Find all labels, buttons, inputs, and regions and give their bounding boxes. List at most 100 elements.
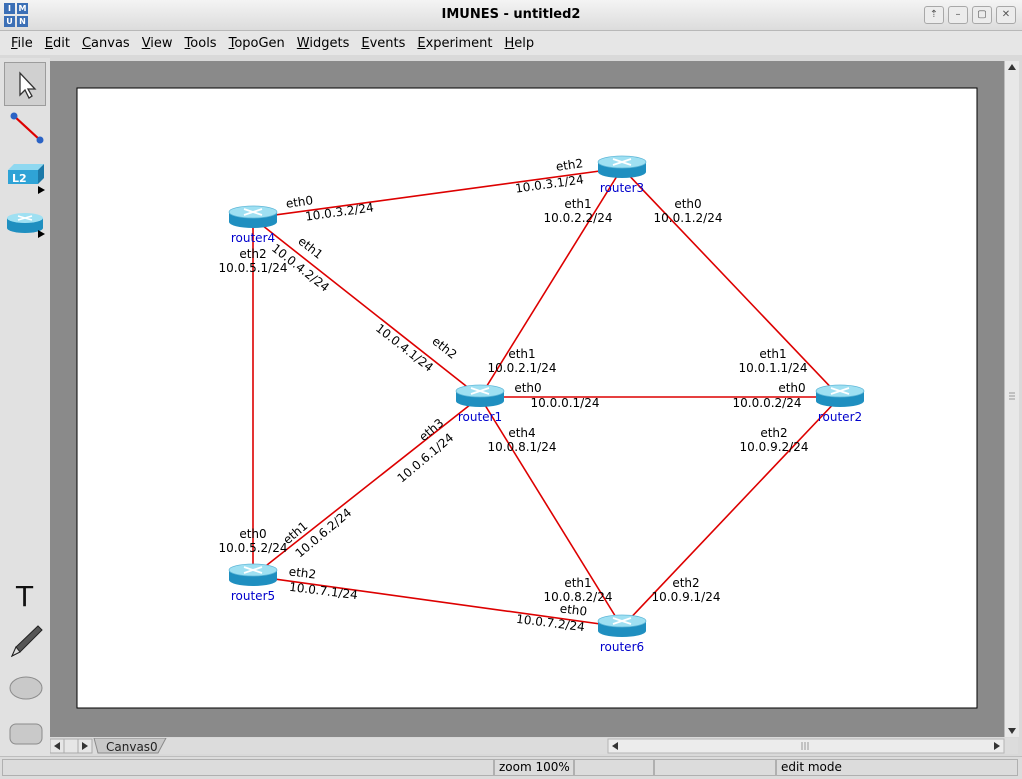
arrow-right-icon [82, 742, 88, 750]
link-router3-router2[interactable] [621, 167, 841, 398]
if-name-router3-eth1: eth1 [564, 197, 591, 211]
rectangle-tool-button[interactable] [4, 712, 46, 756]
link-icon [10, 112, 44, 144]
menu-view[interactable]: View [141, 35, 173, 51]
menu-canvas[interactable]: Canvas [81, 35, 130, 51]
l3-devices-tool-button[interactable] [4, 200, 46, 244]
zoom-status: zoom 100% [494, 759, 574, 776]
menu-help[interactable]: Help [504, 35, 535, 51]
menu-edit[interactable]: Edit [44, 35, 70, 51]
menu-file[interactable]: File [11, 35, 33, 51]
menu-widgets[interactable]: Widgets [296, 35, 350, 51]
scroll-up-arrow-icon [1008, 64, 1016, 70]
topology-canvas[interactable]: eth010.0.3.2/24eth210.0.3.1/24eth010.0.1… [50, 61, 1004, 737]
if-name-router3-eth2: eth2 [555, 156, 584, 174]
node-label-router6: router6 [600, 640, 644, 654]
status-message [2, 759, 494, 776]
if-name-router4-eth2: eth2 [239, 247, 266, 261]
router-icon [597, 614, 647, 637]
link-router3-router1[interactable] [479, 167, 623, 398]
oval-tool-button[interactable] [4, 666, 46, 710]
l2-devices-tool-button[interactable]: L2 [4, 152, 46, 196]
menu-events[interactable]: Events [361, 35, 406, 51]
link-router5-router6[interactable] [252, 575, 623, 628]
text-icon: T [15, 580, 34, 613]
if-ip-router2-eth2: 10.0.9.2/24 [740, 440, 809, 454]
keep-above-button[interactable]: ⇡ [924, 6, 944, 24]
vertical-scrollbar[interactable] [1004, 61, 1019, 737]
menu-topogen[interactable]: TopoGen [228, 35, 285, 51]
node-router2[interactable]: router2 [815, 384, 865, 424]
menu-experiment[interactable]: Experiment [417, 35, 493, 51]
scroll-down-arrow-icon [1008, 728, 1016, 734]
if-ip-router3-eth0: 10.0.1.2/24 [654, 211, 723, 225]
link-tool-button[interactable] [4, 106, 46, 150]
node-router1[interactable]: router1 [455, 384, 505, 424]
close-button[interactable]: ✕ [996, 6, 1016, 24]
svg-text:Canvas0: Canvas0 [106, 740, 158, 754]
toolbox: L2 T [0, 58, 50, 758]
if-ip-router1-eth0: 10.0.0.1/24 [531, 396, 600, 410]
router-icon [228, 205, 278, 228]
node-router4[interactable]: router4 [228, 205, 278, 245]
node-label-router4: router4 [231, 231, 275, 245]
if-name-router2-eth2: eth2 [760, 426, 787, 440]
node-router3[interactable]: router3 [597, 155, 647, 195]
if-name-router1-eth4: eth4 [508, 426, 535, 440]
pointer-icon [19, 71, 37, 99]
link-router1-router5[interactable] [252, 396, 481, 577]
imunes-logo-icon: I M U N [4, 3, 28, 27]
if-ip-router3-eth1: 10.0.2.2/24 [544, 211, 613, 225]
router-icon [815, 384, 865, 407]
link-router4-router1[interactable] [252, 217, 481, 398]
tab-scroll-left-button[interactable] [49, 738, 65, 754]
router-icon [597, 155, 647, 178]
arrow-left-icon [54, 742, 60, 750]
text-tool-button[interactable]: T [4, 574, 46, 618]
svg-text:L2: L2 [12, 172, 27, 185]
if-name-router6-eth1: eth1 [564, 576, 591, 590]
link-router2-router6[interactable] [621, 396, 841, 628]
menu-tools[interactable]: Tools [184, 35, 217, 51]
node-label-router1: router1 [458, 410, 502, 424]
pen-icon [10, 625, 43, 658]
if-ip-router1-eth4: 10.0.8.1/24 [488, 440, 557, 454]
if-name-router1-eth1: eth1 [508, 347, 535, 361]
horizontal-scrollbar[interactable] [607, 738, 1005, 754]
l2-switch-icon: L2 [8, 164, 45, 194]
status-spacer [574, 759, 654, 776]
scroll-right-arrow-icon [994, 742, 1000, 750]
menu-bar: File Edit Canvas View Tools TopoGen Widg… [0, 31, 1022, 55]
if-name-router3-eth0: eth0 [674, 197, 701, 211]
minimize-button[interactable]: – [948, 6, 968, 24]
link-router1-router6[interactable] [479, 396, 623, 628]
if-name-router1-eth0: eth0 [514, 381, 541, 395]
freeform-tool-button[interactable] [4, 620, 46, 664]
if-name-router6-eth0: eth0 [559, 601, 588, 618]
router-icon [228, 563, 278, 586]
if-name-router5-eth2: eth2 [288, 564, 317, 581]
status-bar: zoom 100% edit mode [0, 756, 1022, 779]
node-label-router3: router3 [600, 181, 644, 195]
if-name-router2-eth1: eth1 [759, 347, 786, 361]
svg-text:T: T [15, 580, 34, 613]
maximize-button[interactable]: ▢ [972, 6, 992, 24]
scroll-left-arrow-icon [612, 742, 618, 750]
title-bar: I M U N IMUNES - untitled2 ⇡ – ▢ ✕ [0, 0, 1022, 31]
if-ip-router6-eth1: 10.0.8.2/24 [544, 590, 613, 604]
tab-scroll-mid-handle[interactable] [63, 738, 79, 754]
link-router4-router3[interactable] [252, 167, 623, 219]
tab-canvas0[interactable]: Canvas0 [93, 737, 167, 754]
node-router5[interactable]: router5 [228, 563, 278, 603]
router-icon [7, 213, 45, 238]
tab-scroll-right-button[interactable] [77, 738, 93, 754]
if-ip-router1-eth1: 10.0.2.1/24 [488, 361, 557, 375]
router-icon [455, 384, 505, 407]
node-router6[interactable]: router6 [597, 614, 647, 654]
if-name-router2-eth0: eth0 [778, 381, 805, 395]
window-title: IMUNES - untitled2 [441, 7, 581, 22]
if-ip-router2-eth1: 10.0.1.1/24 [739, 361, 808, 375]
select-tool-button[interactable] [4, 62, 46, 106]
status-spacer-2 [654, 759, 776, 776]
